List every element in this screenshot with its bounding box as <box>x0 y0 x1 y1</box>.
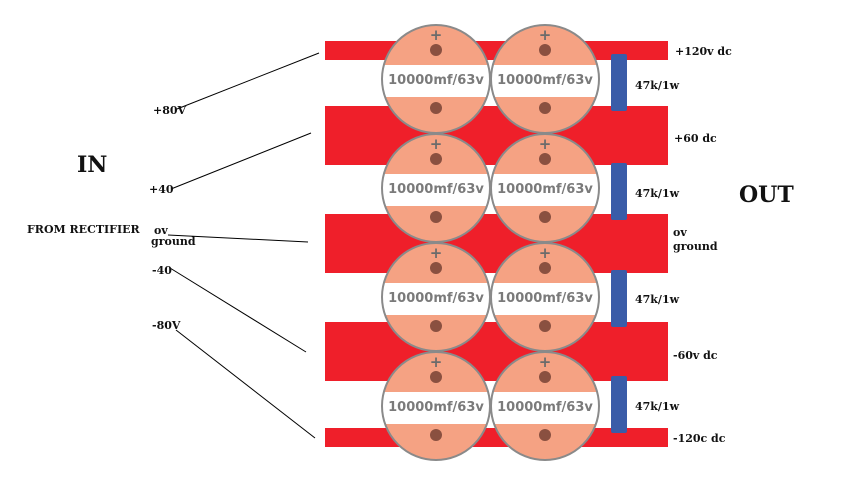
capacitor-negative-lead <box>430 429 442 441</box>
output-label-minus-60: -60v dc <box>673 349 718 362</box>
in-heading: IN <box>77 152 107 178</box>
out-heading: OUT <box>739 182 794 208</box>
input-wires <box>167 52 320 439</box>
resistor-2 <box>611 163 627 220</box>
rail-plus-60 <box>325 106 668 165</box>
capacitor-polarity-mark: + <box>539 135 552 153</box>
capacitor-positive-lead <box>539 44 551 56</box>
resistor-4 <box>611 376 627 433</box>
capacitor-negative-lead <box>430 320 442 332</box>
capacitor-positive-lead <box>430 262 442 274</box>
input-label-ov: ov <box>154 224 168 237</box>
resistor-label-4: 47k/1w <box>635 400 680 413</box>
capacitor-polarity-mark: + <box>430 244 443 262</box>
capacitor-label: 10000mf/63v <box>497 73 593 88</box>
capacitor-negative-lead <box>539 429 551 441</box>
capacitor-negative-lead <box>539 320 551 332</box>
rail-minus-60 <box>325 322 668 381</box>
capacitor-label: 10000mf/63v <box>388 291 484 306</box>
from-rectifier-label: FROM RECTIFIER <box>27 223 140 236</box>
wire-ground <box>167 234 309 243</box>
output-label-minus-120: -120c dc <box>673 432 726 445</box>
capacitor-positive-lead <box>430 371 442 383</box>
output-label-ov: ov <box>673 226 687 239</box>
capacitor-positive-lead <box>539 262 551 274</box>
capacitor-negative-lead <box>430 102 442 114</box>
input-label-plus-80: +80V <box>153 104 187 117</box>
capacitor-label: 10000mf/63v <box>388 400 484 415</box>
wire-minus-80 <box>175 329 316 439</box>
rail-ground <box>325 214 668 273</box>
capacitor-polarity-mark: + <box>539 26 552 44</box>
resistors <box>611 54 627 433</box>
capacitor-7: +10000mf/63v <box>381 351 491 461</box>
capacitor-positive-lead <box>430 153 442 165</box>
resistor-label-3: 47k/1w <box>635 293 680 306</box>
output-labels: +120v dc +60 dc ov ground -60v dc -120c … <box>673 45 732 445</box>
capacitor-label: 10000mf/63v <box>497 182 593 197</box>
capacitor-grid: +10000mf/63v+10000mf/63v+10000mf/63v+100… <box>381 24 600 461</box>
resistor-labels: 47k/1w 47k/1w 47k/1w 47k/1w <box>635 79 680 413</box>
capacitor-positive-lead <box>430 44 442 56</box>
capacitor-positive-lead <box>539 371 551 383</box>
capacitor-negative-lead <box>539 102 551 114</box>
output-label-plus-120: +120v dc <box>675 45 732 58</box>
capacitor-label: 10000mf/63v <box>497 291 593 306</box>
resistor-1 <box>611 54 627 111</box>
wire-minus-40 <box>169 267 307 353</box>
input-label-ground: ground <box>151 235 196 248</box>
capacitor-label: 10000mf/63v <box>497 400 593 415</box>
input-label-minus-40: -40 <box>152 264 172 277</box>
capacitor-label: 10000mf/63v <box>388 182 484 197</box>
wire-plus-80 <box>176 52 320 110</box>
capacitor-negative-lead <box>539 211 551 223</box>
capacitor-negative-lead <box>430 211 442 223</box>
capacitor-polarity-mark: + <box>430 26 443 44</box>
wire-plus-40 <box>170 132 312 190</box>
resistor-3 <box>611 270 627 327</box>
capacitor-polarity-mark: + <box>430 135 443 153</box>
input-label-plus-40: +40 <box>149 183 174 196</box>
output-label-ground: ground <box>673 240 718 253</box>
input-labels: +80V +40 FROM RECTIFIER ov ground -40 -8… <box>27 104 196 332</box>
capacitor-polarity-mark: + <box>539 244 552 262</box>
resistor-label-2: 47k/1w <box>635 187 680 200</box>
capacitor-label: 10000mf/63v <box>388 73 484 88</box>
resistor-label-1: 47k/1w <box>635 79 680 92</box>
input-label-minus-80: -80V <box>152 319 181 332</box>
capacitor-positive-lead <box>539 153 551 165</box>
capacitor-1: +10000mf/63v <box>381 24 491 134</box>
capacitor-outline <box>490 351 600 461</box>
capacitor-polarity-mark: + <box>539 353 552 371</box>
capacitor-8: +10000mf/63v <box>490 351 600 461</box>
output-label-plus-60: +60 dc <box>674 132 717 145</box>
capacitor-polarity-mark: + <box>430 353 443 371</box>
